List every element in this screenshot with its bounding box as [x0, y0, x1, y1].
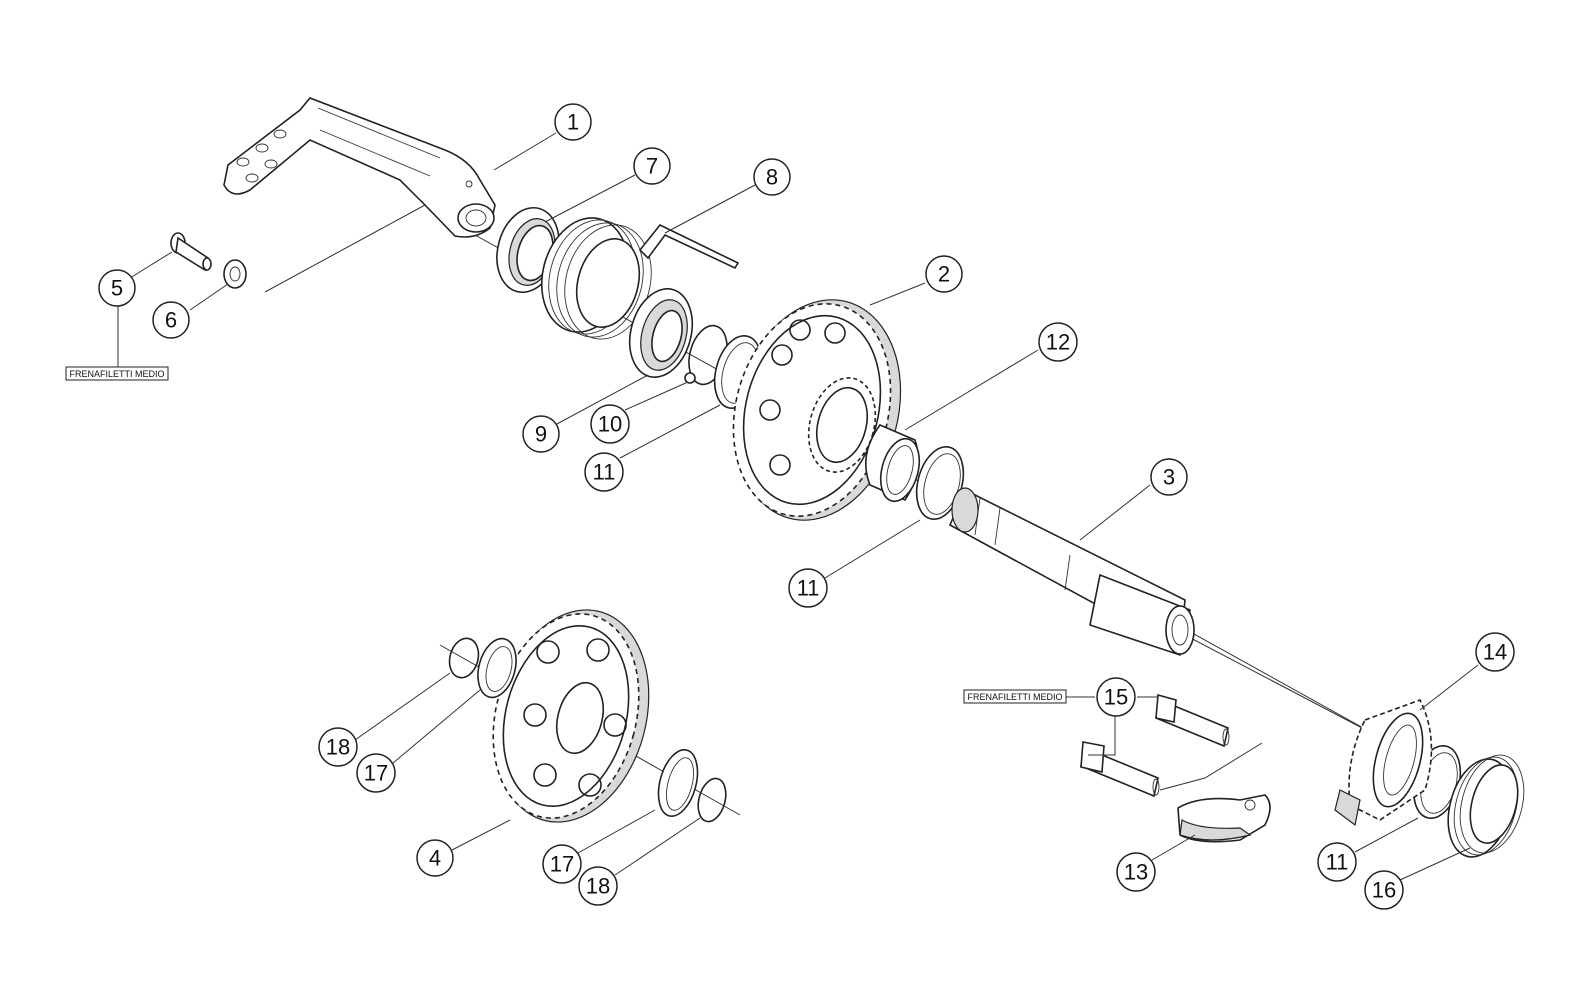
callout-17-right: 17 [542, 844, 582, 884]
bolt-part-15-a [1155, 693, 1230, 748]
callout-11-upper: 11 [584, 452, 624, 492]
washer-part-11-b [915, 446, 965, 520]
callout-18-right: 18 [578, 866, 618, 906]
callout-15: 15 [1096, 677, 1136, 717]
callout-9-label: 9 [535, 422, 547, 447]
callout-3-label: 3 [1163, 465, 1175, 490]
callout-3: 3 [1150, 458, 1188, 496]
washer-part-17-b [657, 749, 699, 817]
callout-18-left-label: 18 [326, 735, 350, 760]
callout-17-right-label: 17 [550, 852, 574, 877]
callout-8: 8 [753, 158, 791, 196]
callout-2: 2 [925, 255, 963, 293]
callout-4-label: 4 [429, 846, 441, 871]
idler-gear-part-4 [492, 609, 650, 823]
ratchet-gear-part-14 [1334, 699, 1433, 827]
circlip-part-18-b [697, 777, 727, 823]
threadlocker-note-left: FRENAFILETTI MEDIO [65, 366, 169, 381]
spring-part-16 [1447, 754, 1525, 858]
kick-gear-part-2 [732, 299, 902, 521]
callout-11-middle-label: 11 [797, 576, 820, 601]
callout-11-middle: 11 [788, 568, 828, 608]
bolt-part-15-b [1080, 741, 1160, 798]
pin-bolt-part [170, 232, 212, 272]
callout-16-label: 16 [1372, 878, 1396, 903]
spring-guide-part-9 [628, 288, 694, 378]
ratchet-guide-part-13 [1177, 794, 1271, 843]
callout-2-label: 2 [938, 262, 950, 287]
callout-1: 1 [554, 103, 592, 141]
callout-8-label: 8 [766, 165, 778, 190]
callout-7: 7 [633, 147, 671, 185]
shaft-part-3 [948, 487, 1195, 657]
circlip-part-18-a [448, 637, 480, 679]
washer-part-6 [223, 259, 247, 289]
callout-14: 14 [1475, 632, 1515, 672]
callout-5-label: 5 [111, 276, 123, 301]
washer-part-17-a [477, 637, 517, 699]
threadlocker-note-right-text: FRENAFILETTI MEDIO [967, 692, 1062, 702]
callout-13-label: 13 [1124, 860, 1148, 885]
callout-11-lower: 11 [1317, 842, 1357, 882]
callout-15-label: 15 [1104, 685, 1128, 710]
threadlocker-note-right: FRENAFILETTI MEDIO [963, 689, 1067, 704]
callout-6: 6 [152, 301, 190, 339]
callout-1-label: 1 [567, 110, 579, 135]
callout-18-left: 18 [318, 727, 358, 767]
spring-part-8 [540, 217, 740, 340]
callout-7-label: 7 [646, 154, 658, 179]
callout-10-label: 10 [598, 412, 622, 437]
callout-13: 13 [1116, 852, 1156, 892]
callout-11-upper-label: 11 [593, 460, 616, 485]
callout-12: 12 [1038, 322, 1078, 362]
threadlocker-note-left-text: FRENAFILETTI MEDIO [69, 369, 164, 379]
callout-5: 5 [98, 269, 136, 307]
callout-9: 9 [522, 415, 560, 453]
callout-16: 16 [1364, 870, 1404, 910]
bushing-part-12 [864, 424, 921, 503]
callout-6-label: 6 [165, 308, 177, 333]
callout-leaders [117, 132, 1479, 881]
callout-14-label: 14 [1483, 640, 1507, 665]
kick-lever-part [223, 97, 496, 238]
callout-18-right-label: 18 [586, 874, 610, 899]
callout-17-left-label: 17 [364, 761, 388, 786]
callout-17-left: 17 [356, 753, 396, 793]
callout-4: 4 [416, 839, 454, 877]
callout-11-lower-label: 11 [1326, 850, 1349, 875]
callout-10: 10 [590, 404, 630, 444]
callout-12-label: 12 [1046, 330, 1070, 355]
